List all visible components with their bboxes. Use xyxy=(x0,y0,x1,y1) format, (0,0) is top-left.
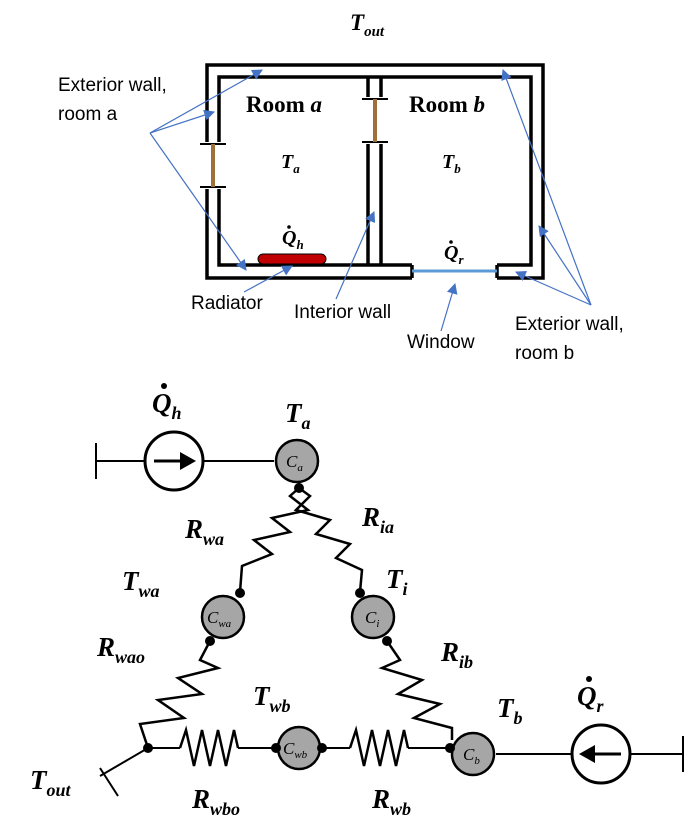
node-c-i: Ci xyxy=(350,594,396,640)
t-out-label: Tout xyxy=(30,765,72,800)
ground-tout xyxy=(99,767,119,797)
svg-text:Qh: Qh xyxy=(152,388,182,423)
svg-text:Ci: Ci xyxy=(365,608,379,630)
svg-text:Qr: Qr xyxy=(577,681,605,716)
solar-input-label: Qr xyxy=(444,240,464,267)
qh-label: Qh xyxy=(152,383,182,423)
junction-wb-left xyxy=(271,743,281,753)
r-wao-label: Rwao xyxy=(96,632,145,667)
resistor-r-wbo xyxy=(178,725,240,767)
outer-wall-outer-line xyxy=(205,63,545,280)
window-label: Window xyxy=(407,332,475,353)
junction-wa-top xyxy=(235,588,245,598)
node-c-a: Ca xyxy=(274,438,320,484)
resistor-r-wao xyxy=(138,640,222,749)
floor-plan-t-out: Tout xyxy=(350,10,385,40)
rc-circuit: Ca Cwa Ci Cwb Cb Qh xyxy=(30,383,684,819)
r-wb-label: Rwb xyxy=(371,784,411,819)
svg-text:Ca: Ca xyxy=(286,452,303,474)
r-ib-label: Rib xyxy=(440,637,473,672)
exterior-wall-a-label-line1: Exterior wall, xyxy=(58,75,167,96)
interior-wall-section xyxy=(362,97,388,144)
annotation-arrows xyxy=(149,68,592,332)
junction-out xyxy=(143,743,153,753)
svg-text:Cb: Cb xyxy=(463,745,480,767)
exterior-wall-a-label-line2: room a xyxy=(58,104,118,125)
floor-plan: Tout Room a Room b Ta xyxy=(58,10,624,364)
heat-input-label: Qh xyxy=(282,225,304,252)
wire-tout xyxy=(99,747,149,777)
room-a-label: Room a xyxy=(246,92,322,117)
junction-i-top xyxy=(355,588,365,598)
current-source-qr xyxy=(570,723,632,785)
junction-wa-bottom xyxy=(205,636,215,646)
room-a-temperature: Ta xyxy=(281,151,300,176)
junction-b xyxy=(445,743,455,753)
junction-wb-right xyxy=(317,743,327,753)
node-c-b: Cb xyxy=(450,731,496,777)
junction-a xyxy=(294,483,304,493)
r-wbo-label: Rwbo xyxy=(191,784,240,819)
room-b-temperature: Tb xyxy=(442,151,461,176)
svg-text:Qh: Qh xyxy=(282,227,304,252)
resistor-r-wb xyxy=(348,725,410,767)
node-c-wb: Cwb xyxy=(276,725,322,771)
radiator-label: Radiator xyxy=(191,293,263,314)
svg-text:Qr: Qr xyxy=(444,242,464,267)
t-b-label: Tb xyxy=(497,693,523,728)
outer-wall-inner-line xyxy=(217,75,533,267)
radiator xyxy=(257,253,327,265)
t-a-label: Ta xyxy=(285,398,311,433)
resistor-r-ia xyxy=(293,486,364,593)
room-b-label: Room b xyxy=(409,92,485,117)
svg-text:Cwb: Cwb xyxy=(283,739,308,761)
wall-section-room-a xyxy=(200,142,226,189)
t-wa-label: Twa xyxy=(122,566,160,601)
exterior-wall-b-label-line2: room b xyxy=(515,343,574,364)
t-wb-label: Twb xyxy=(253,681,291,716)
node-c-wa: Cwa xyxy=(200,594,246,640)
resistor-r-ib xyxy=(378,640,454,740)
interior-wall-label: Interior wall xyxy=(294,302,391,323)
r-wa-label: Rwa xyxy=(184,514,224,549)
resistor-r-wa xyxy=(238,487,311,593)
exterior-wall-b-label-line1: Exterior wall, xyxy=(515,314,624,335)
qr-label: Qr xyxy=(577,676,605,716)
t-i-label: Ti xyxy=(386,564,408,599)
current-source-qh xyxy=(143,430,205,492)
r-ia-label: Ria xyxy=(361,502,394,537)
junction-i-bottom xyxy=(382,636,392,646)
svg-text:Cwa: Cwa xyxy=(207,608,232,630)
